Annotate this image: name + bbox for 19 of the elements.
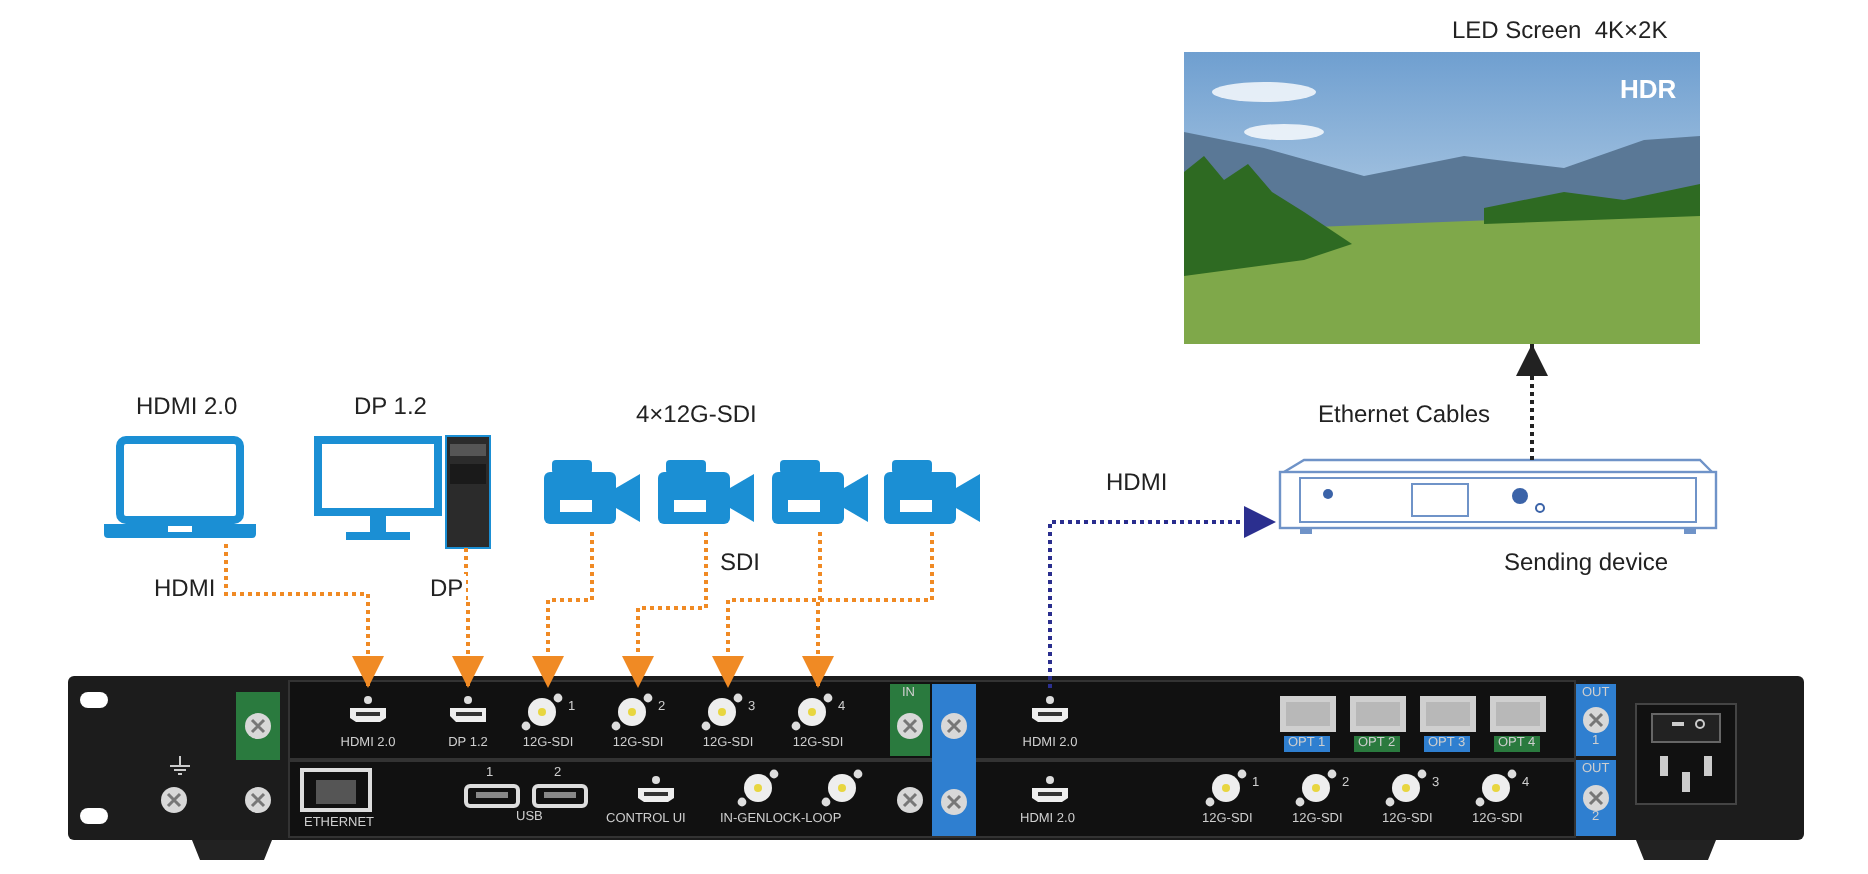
edge-label: HDMI <box>1104 468 1170 496</box>
edge-label: DP <box>428 574 466 602</box>
arrow <box>1516 344 1548 460</box>
arrow <box>452 548 484 688</box>
edge-label: HDMI <box>152 574 218 602</box>
arrow <box>712 532 822 688</box>
edge-label: Ethernet Cables <box>1316 400 1493 428</box>
arrow <box>622 532 708 688</box>
text-label: SDI <box>720 548 761 576</box>
screen-caption: LED Screen 4K×2K <box>1452 16 1668 44</box>
arrow <box>1048 506 1276 688</box>
arrow <box>532 532 594 688</box>
text-label: 4×12G-SDI <box>636 400 757 428</box>
device-caption: HDMI 2.0 <box>136 392 238 420</box>
device-caption: Sending device <box>1504 548 1669 576</box>
arrow <box>224 544 384 688</box>
arrow <box>802 532 934 688</box>
hdr-label: HDR <box>1620 76 1677 104</box>
device-caption: DP 1.2 <box>354 392 427 420</box>
